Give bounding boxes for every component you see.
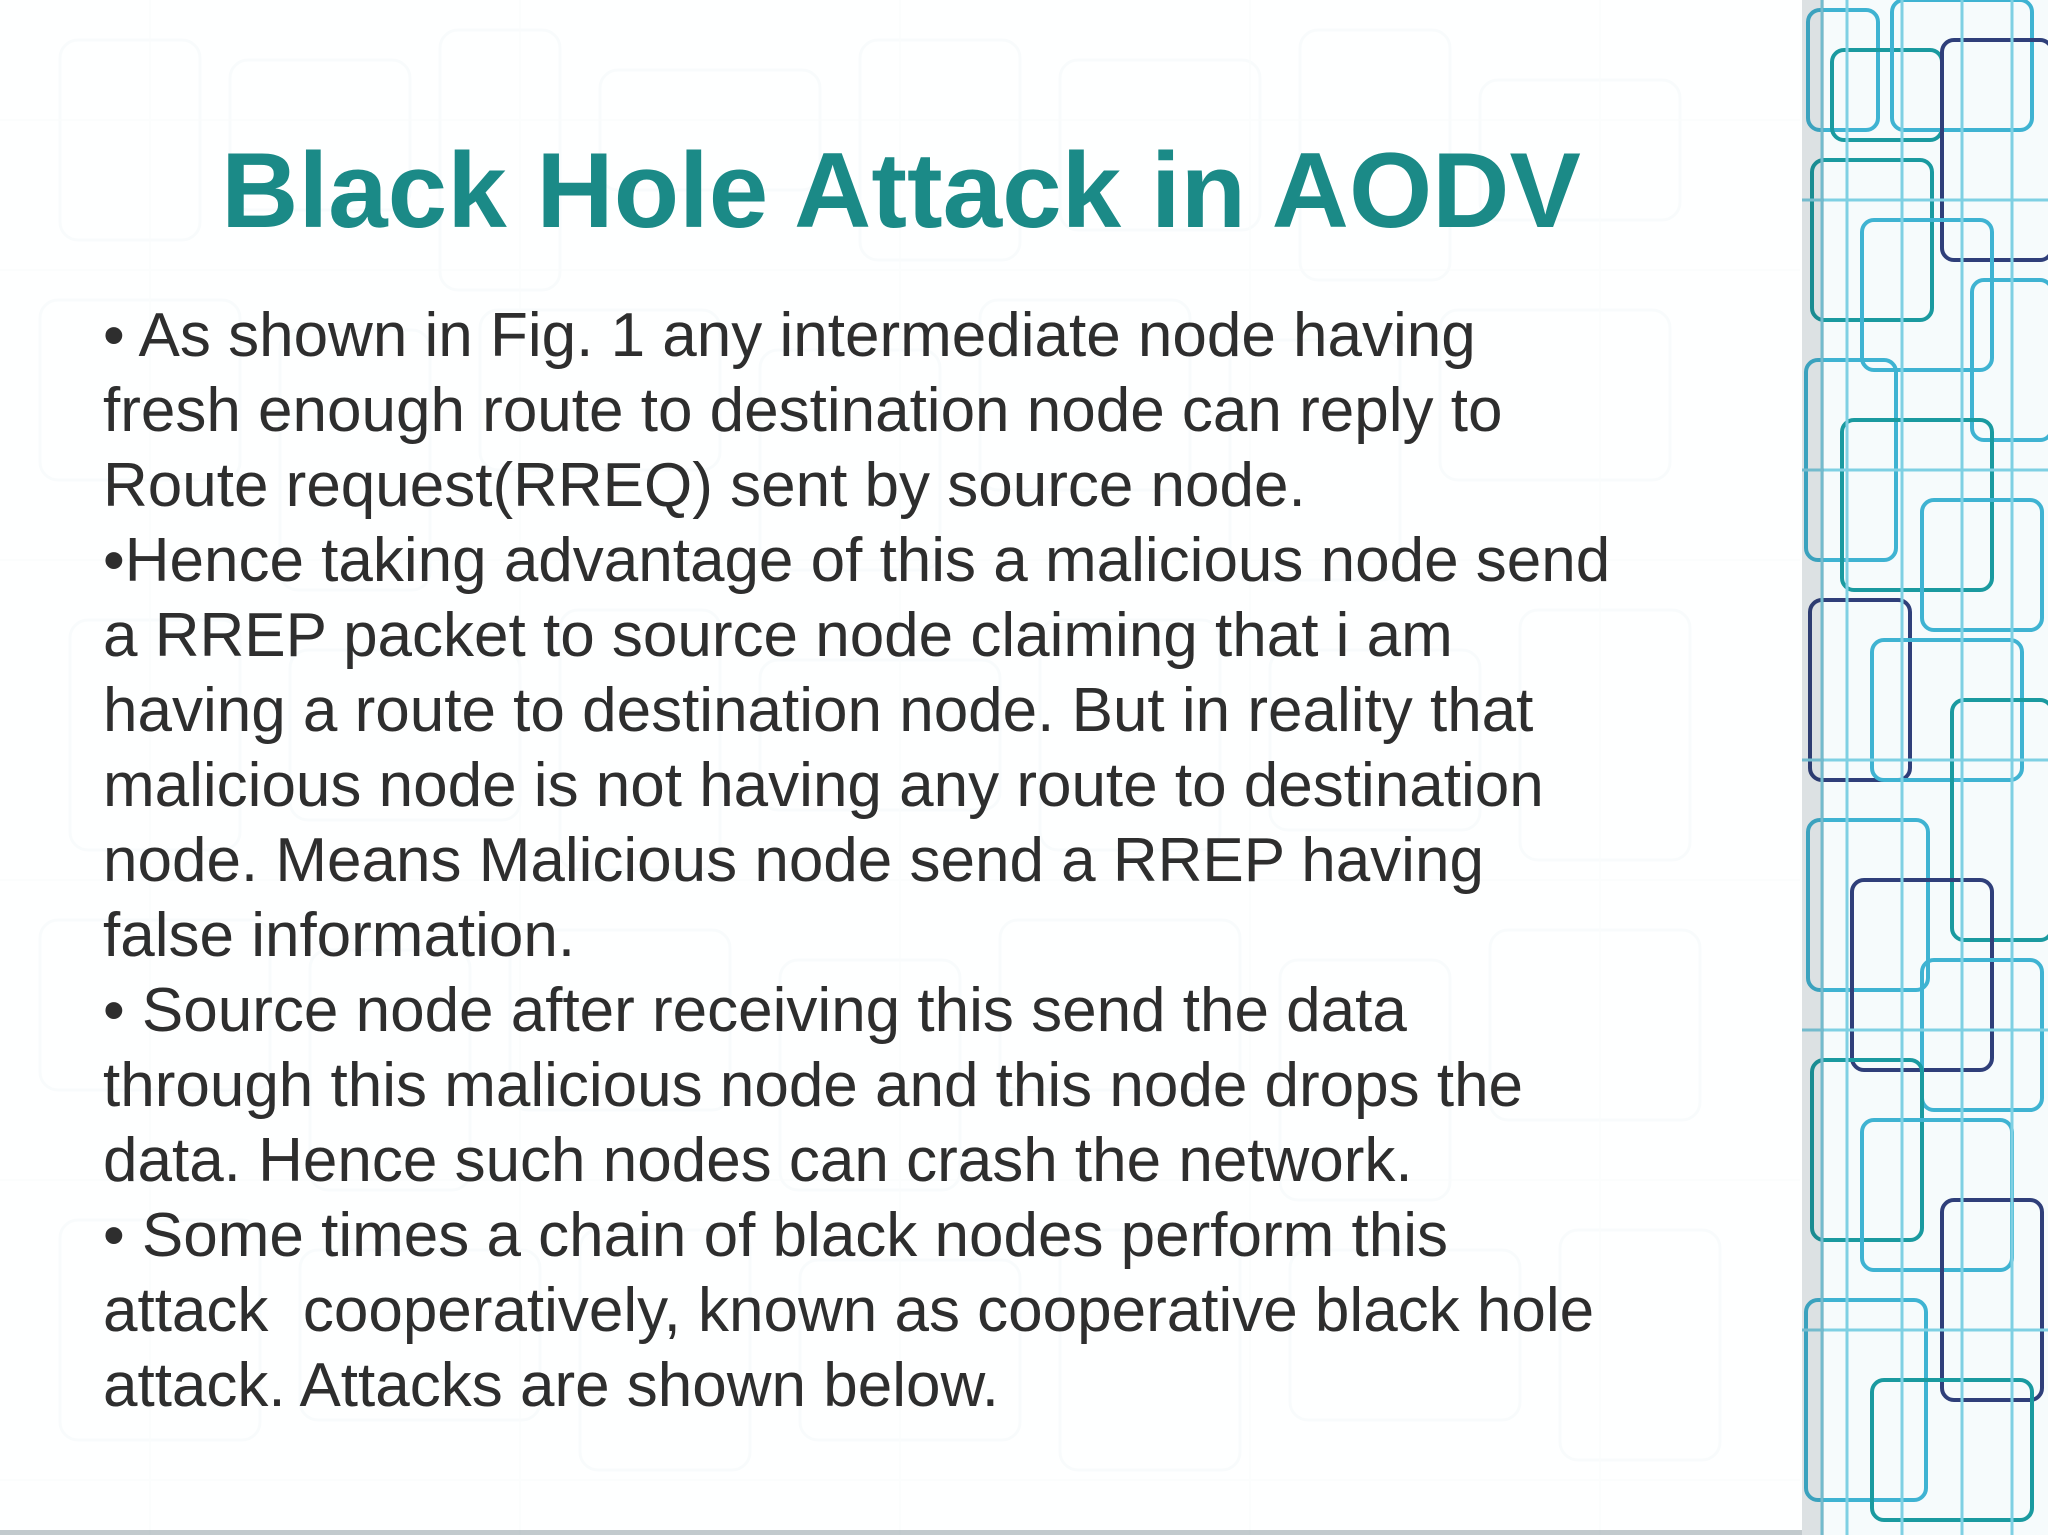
bullet-point: • Some times a chain of black nodes perf… — [103, 1198, 1803, 1423]
circuit-decoration-strip — [1802, 0, 2048, 1535]
text-line: node. Means Malicious node send a RREP h… — [103, 826, 1484, 895]
slide-body: • As shown in Fig. 1 any intermediate no… — [103, 298, 1803, 1423]
text-line: through this malicious node and this nod… — [103, 1051, 1524, 1120]
text-line: attack. Attacks are shown below. — [103, 1351, 1000, 1420]
text-line: a RREP packet to source node claiming th… — [103, 601, 1453, 670]
text-line: malicious node is not having any route t… — [103, 751, 1544, 820]
text-line: data. Hence such nodes can crash the net… — [103, 1126, 1413, 1195]
content-panel — [0, 0, 1802, 1535]
bottom-divider — [0, 1530, 1802, 1535]
text-line: attack cooperatively, known as cooperati… — [103, 1276, 1595, 1345]
bullet-point: •Hence taking advantage of this a malici… — [103, 523, 1803, 973]
text-line: •Hence taking advantage of this a malici… — [103, 526, 1611, 595]
text-line: • As shown in Fig. 1 any intermediate no… — [103, 301, 1476, 370]
text-line: having a route to destination node. But … — [103, 676, 1534, 745]
slide-title: Black Hole Attack in AODV — [221, 130, 1581, 250]
text-line: false information. — [103, 901, 576, 970]
bullet-point: • As shown in Fig. 1 any intermediate no… — [103, 298, 1803, 523]
text-line: • Source node after receiving this send … — [103, 976, 1407, 1045]
bullet-point: • Source node after receiving this send … — [103, 973, 1803, 1198]
text-line: • Some times a chain of black nodes perf… — [103, 1201, 1448, 1270]
text-line: Route request(RREQ) sent by source node. — [103, 451, 1306, 520]
text-line: fresh enough route to destination node c… — [103, 376, 1503, 445]
